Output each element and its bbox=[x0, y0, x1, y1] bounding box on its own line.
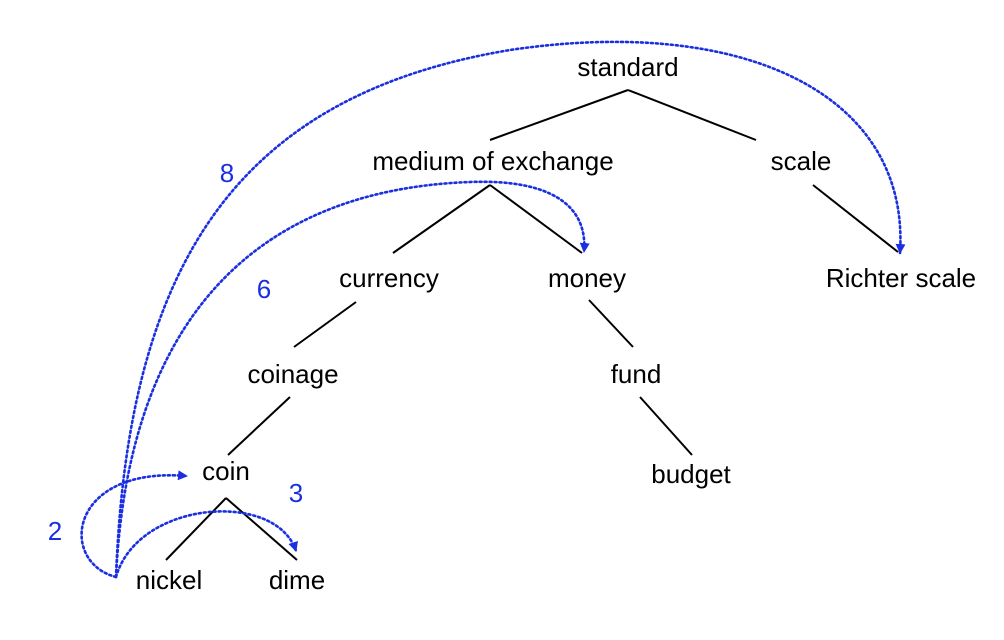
tree-edges bbox=[165, 89, 899, 561]
edge-medium-currency bbox=[392, 184, 491, 254]
node-labels: standard medium of exchange scale currency m… bbox=[136, 52, 976, 595]
node-standard: standard bbox=[577, 52, 678, 82]
node-coinage: coinage bbox=[247, 359, 338, 389]
edge-medium-money bbox=[489, 184, 583, 254]
node-currency: currency bbox=[339, 263, 439, 293]
path-label-nickel-dime: 3 bbox=[289, 478, 303, 508]
node-richter: Richter scale bbox=[826, 263, 976, 293]
node-money: money bbox=[548, 263, 626, 293]
node-scale: scale bbox=[771, 146, 832, 176]
edge-coin-nickel bbox=[165, 497, 227, 561]
edge-coin-dime bbox=[225, 497, 298, 561]
edge-money-fund bbox=[588, 299, 634, 348]
path-arrows bbox=[80, 40, 906, 579]
node-fund: fund bbox=[611, 359, 662, 389]
edge-standard-medium bbox=[489, 89, 629, 141]
node-budget: budget bbox=[651, 459, 731, 489]
edge-standard-scale bbox=[627, 89, 757, 141]
path-arrow-nickel-dime bbox=[114, 510, 298, 579]
node-coin: coin bbox=[202, 456, 250, 486]
edge-scale-richter bbox=[812, 184, 899, 253]
path-arrow-nickel-money bbox=[114, 180, 590, 579]
node-medium: medium of exchange bbox=[372, 146, 613, 176]
path-label-nickel-coin: 2 bbox=[48, 516, 62, 546]
path-arrow-nickel-richter bbox=[114, 40, 906, 579]
edge-coinage-coin bbox=[227, 396, 291, 456]
path-label-nickel-money: 6 bbox=[257, 274, 271, 304]
path-label-nickel-richter: 8 bbox=[220, 158, 234, 188]
path-arrow-nickel-coin bbox=[80, 470, 189, 579]
edge-currency-coinage bbox=[293, 301, 357, 348]
node-dime: dime bbox=[269, 565, 325, 595]
edge-fund-budget bbox=[639, 396, 693, 456]
node-nickel: nickel bbox=[136, 565, 202, 595]
path-distance-labels: 2 3 6 8 bbox=[48, 158, 303, 546]
